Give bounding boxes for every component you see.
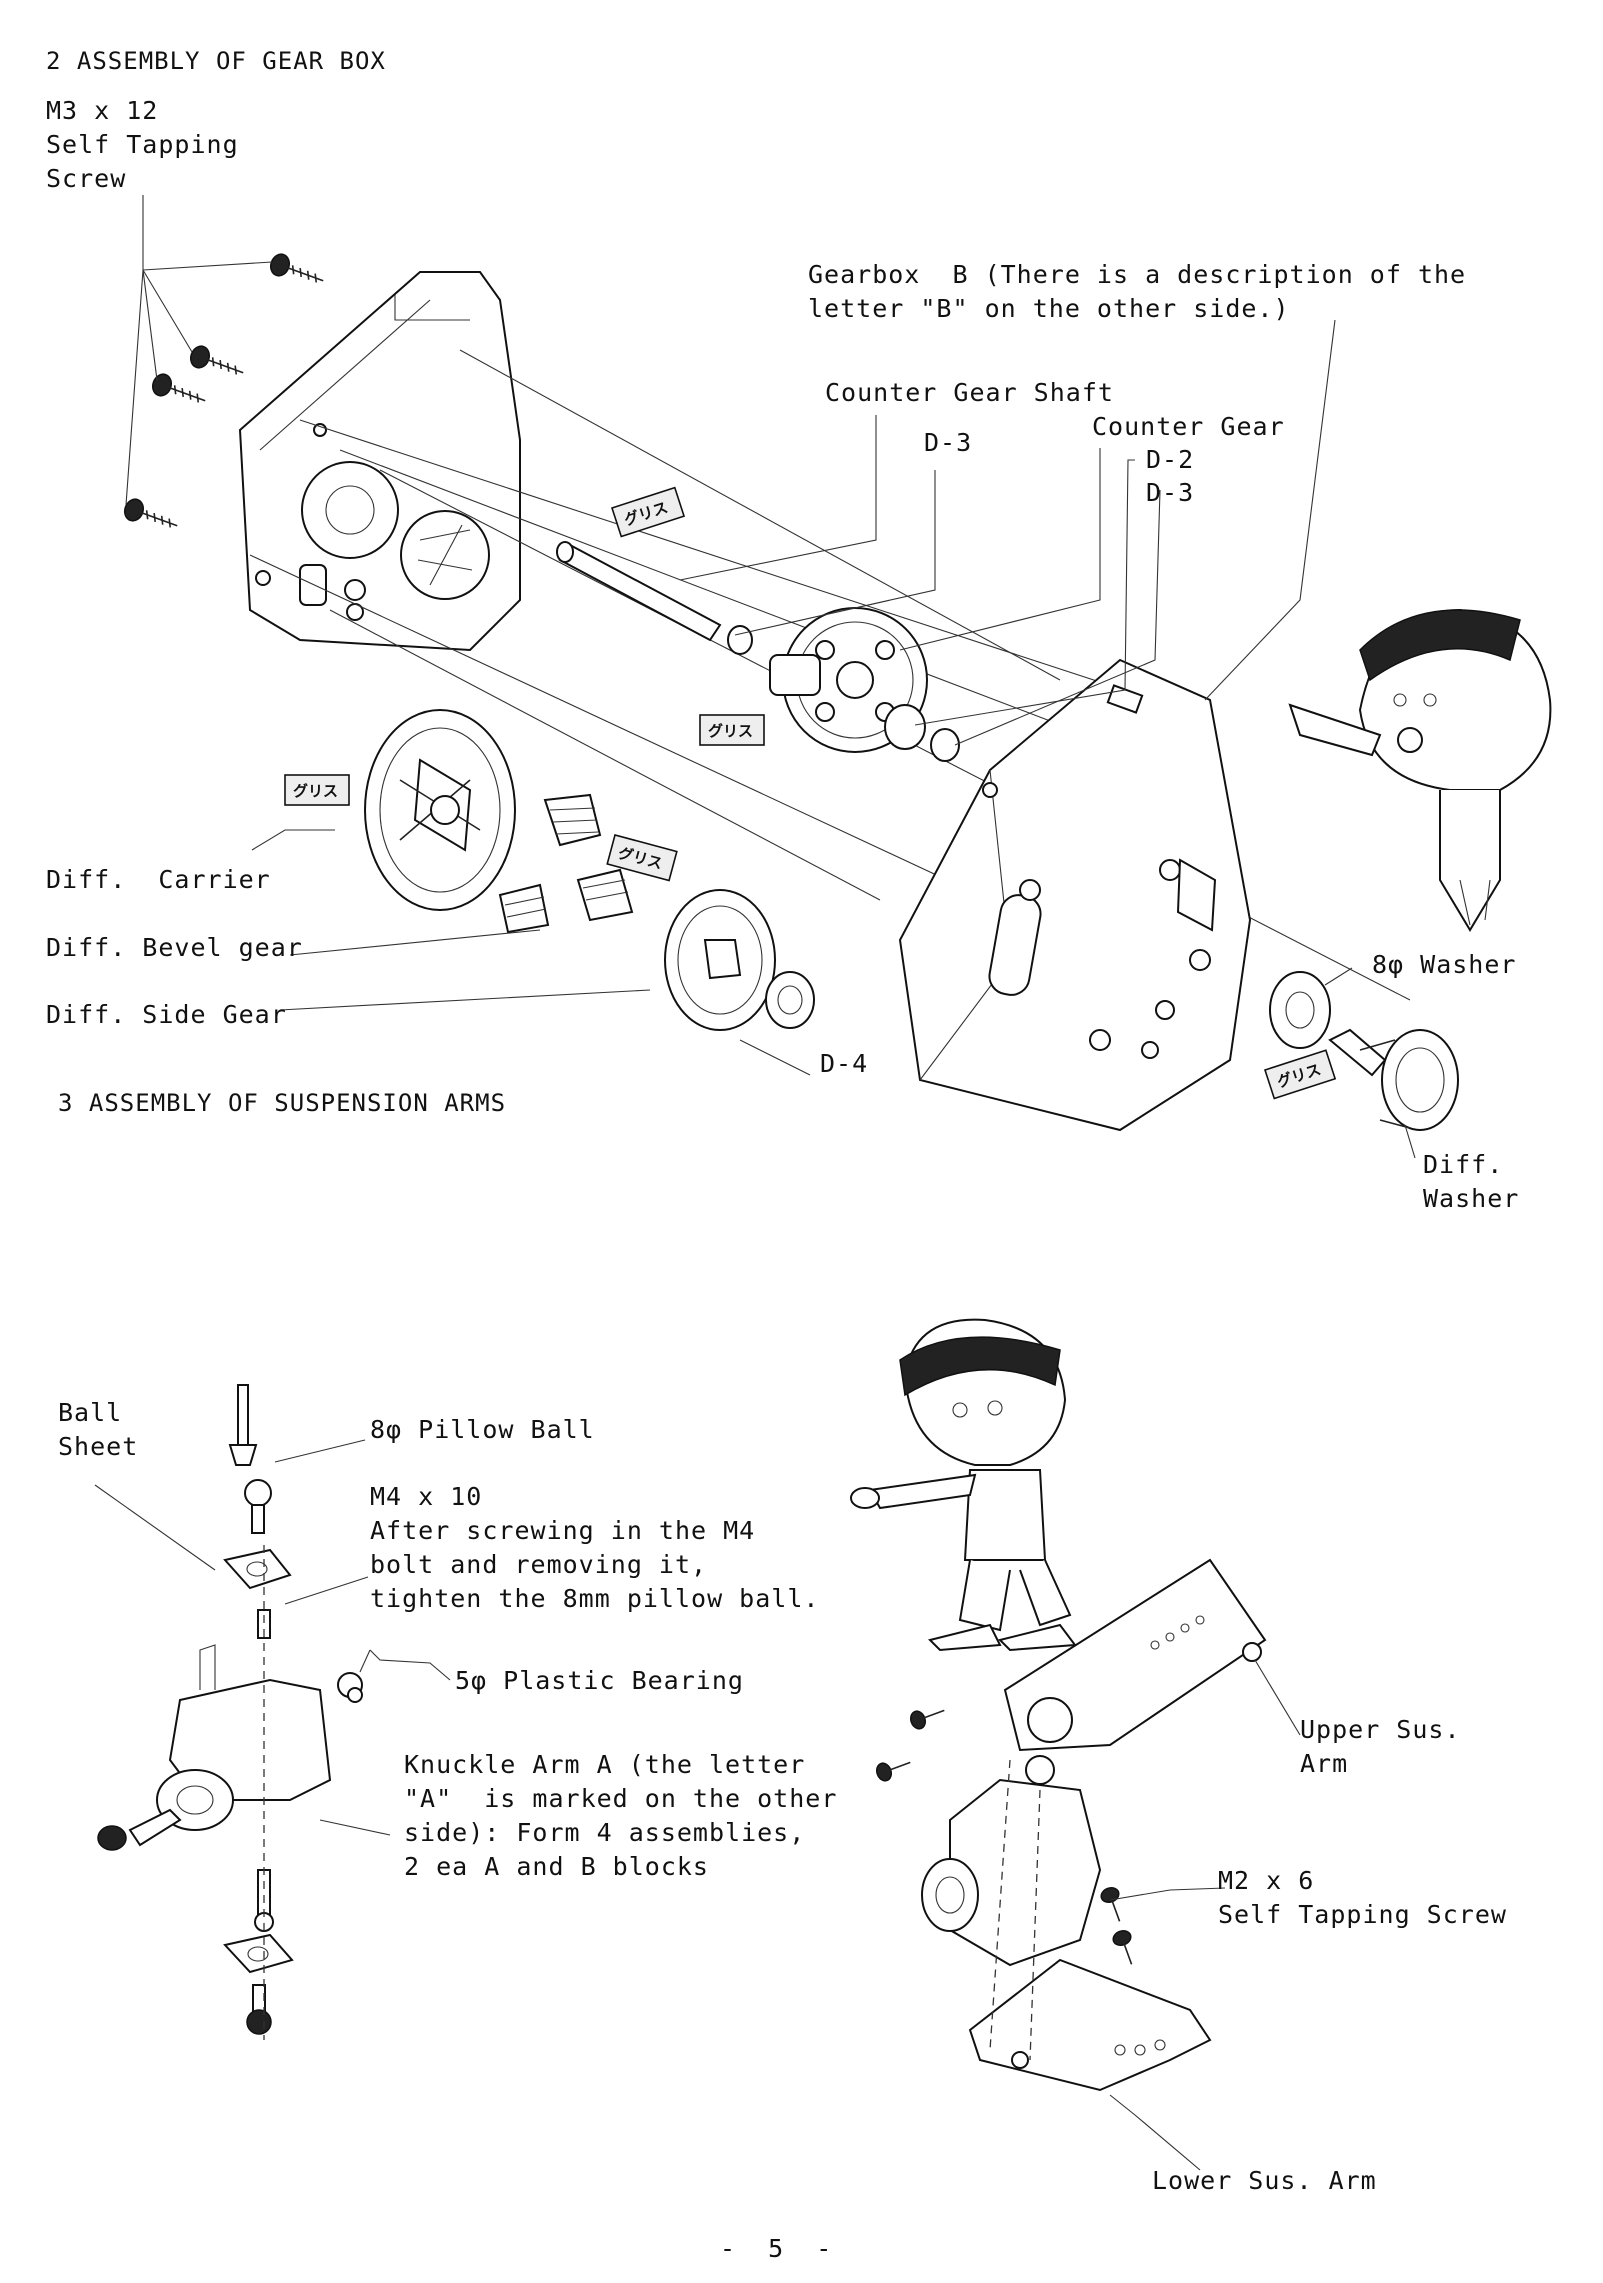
gearbox-a-illustration: [238, 271, 521, 652]
svg-text:グリス: グリス: [293, 782, 338, 800]
diff-washer-label: Diff. Washer: [1423, 1150, 1520, 1213]
knuckle-arm-label: Knuckle Arm A (the letter "A" is marked …: [404, 1750, 838, 1881]
gearbox-b-illustration: [898, 658, 1252, 1132]
kyosho-mascot-pointing-illustration: [850, 1318, 1077, 1652]
diff-carrier-illustration: [364, 709, 516, 911]
gear-box-section-title: 2 ASSEMBLY OF GEAR BOX: [46, 47, 386, 75]
m2-screw-label: M2 x 6 Self Tapping Screw: [1218, 1866, 1507, 1929]
pillow-ball-label: 8φ Pillow Ball: [370, 1415, 595, 1444]
kyosho-mascot-illustration: [1288, 608, 1552, 932]
diff-bevel-gears-illustration: [498, 793, 634, 934]
diff-side-gear-label: Diff. Side Gear: [46, 1000, 287, 1029]
plastic-bearing-label: 5φ Plastic Bearing: [455, 1666, 744, 1695]
diff-side-gear-illustration: [664, 889, 815, 1031]
suspension-section-title: 3 ASSEMBLY OF SUSPENSION ARMS: [58, 1089, 507, 1117]
suspension-arms-illustration: [875, 1558, 1301, 2171]
d2-label: D-2: [1146, 445, 1195, 474]
d3-label-shaft: D-3: [924, 428, 973, 457]
diff-washer-illustration: [1269, 971, 1459, 1131]
diff-bevel-gear-label: Diff. Bevel gear: [46, 933, 303, 962]
ball-sheet-label: Ball Sheet: [58, 1398, 139, 1461]
diff-carrier-label: Diff. Carrier: [46, 865, 271, 894]
m3-screw-label: M3 x 12 Self Tapping Screw: [46, 96, 239, 193]
counter-gear-illustration: [769, 607, 960, 762]
counter-gear-shaft-label: Counter Gear Shaft: [825, 378, 1114, 407]
m4-note-label: M4 x 10 After screwing in the M4 bolt an…: [370, 1482, 820, 1613]
knuckle-arm-illustration: [94, 1384, 451, 2040]
8mm-washer-label: 8φ Washer: [1372, 950, 1517, 979]
upper-sus-arm-label: Upper Sus. Arm: [1300, 1715, 1461, 1778]
grease-tags: グリス グリス グリス グリス グリス: [284, 486, 1337, 1100]
m3-screws-illustration: [123, 195, 324, 528]
d3-label-gear: D-3: [1146, 478, 1195, 507]
gearbox-b-label: Gearbox B (There is a description of the…: [808, 260, 1467, 323]
counter-gear-label: Counter Gear: [1092, 412, 1285, 441]
lower-sus-arm-label: Lower Sus. Arm: [1152, 2166, 1377, 2195]
page-number: - 5 -: [720, 2234, 833, 2263]
d4-label: D-4: [820, 1049, 869, 1078]
gearbox-leader-lines: [251, 319, 1416, 1159]
svg-text:グリス: グリス: [708, 722, 753, 740]
